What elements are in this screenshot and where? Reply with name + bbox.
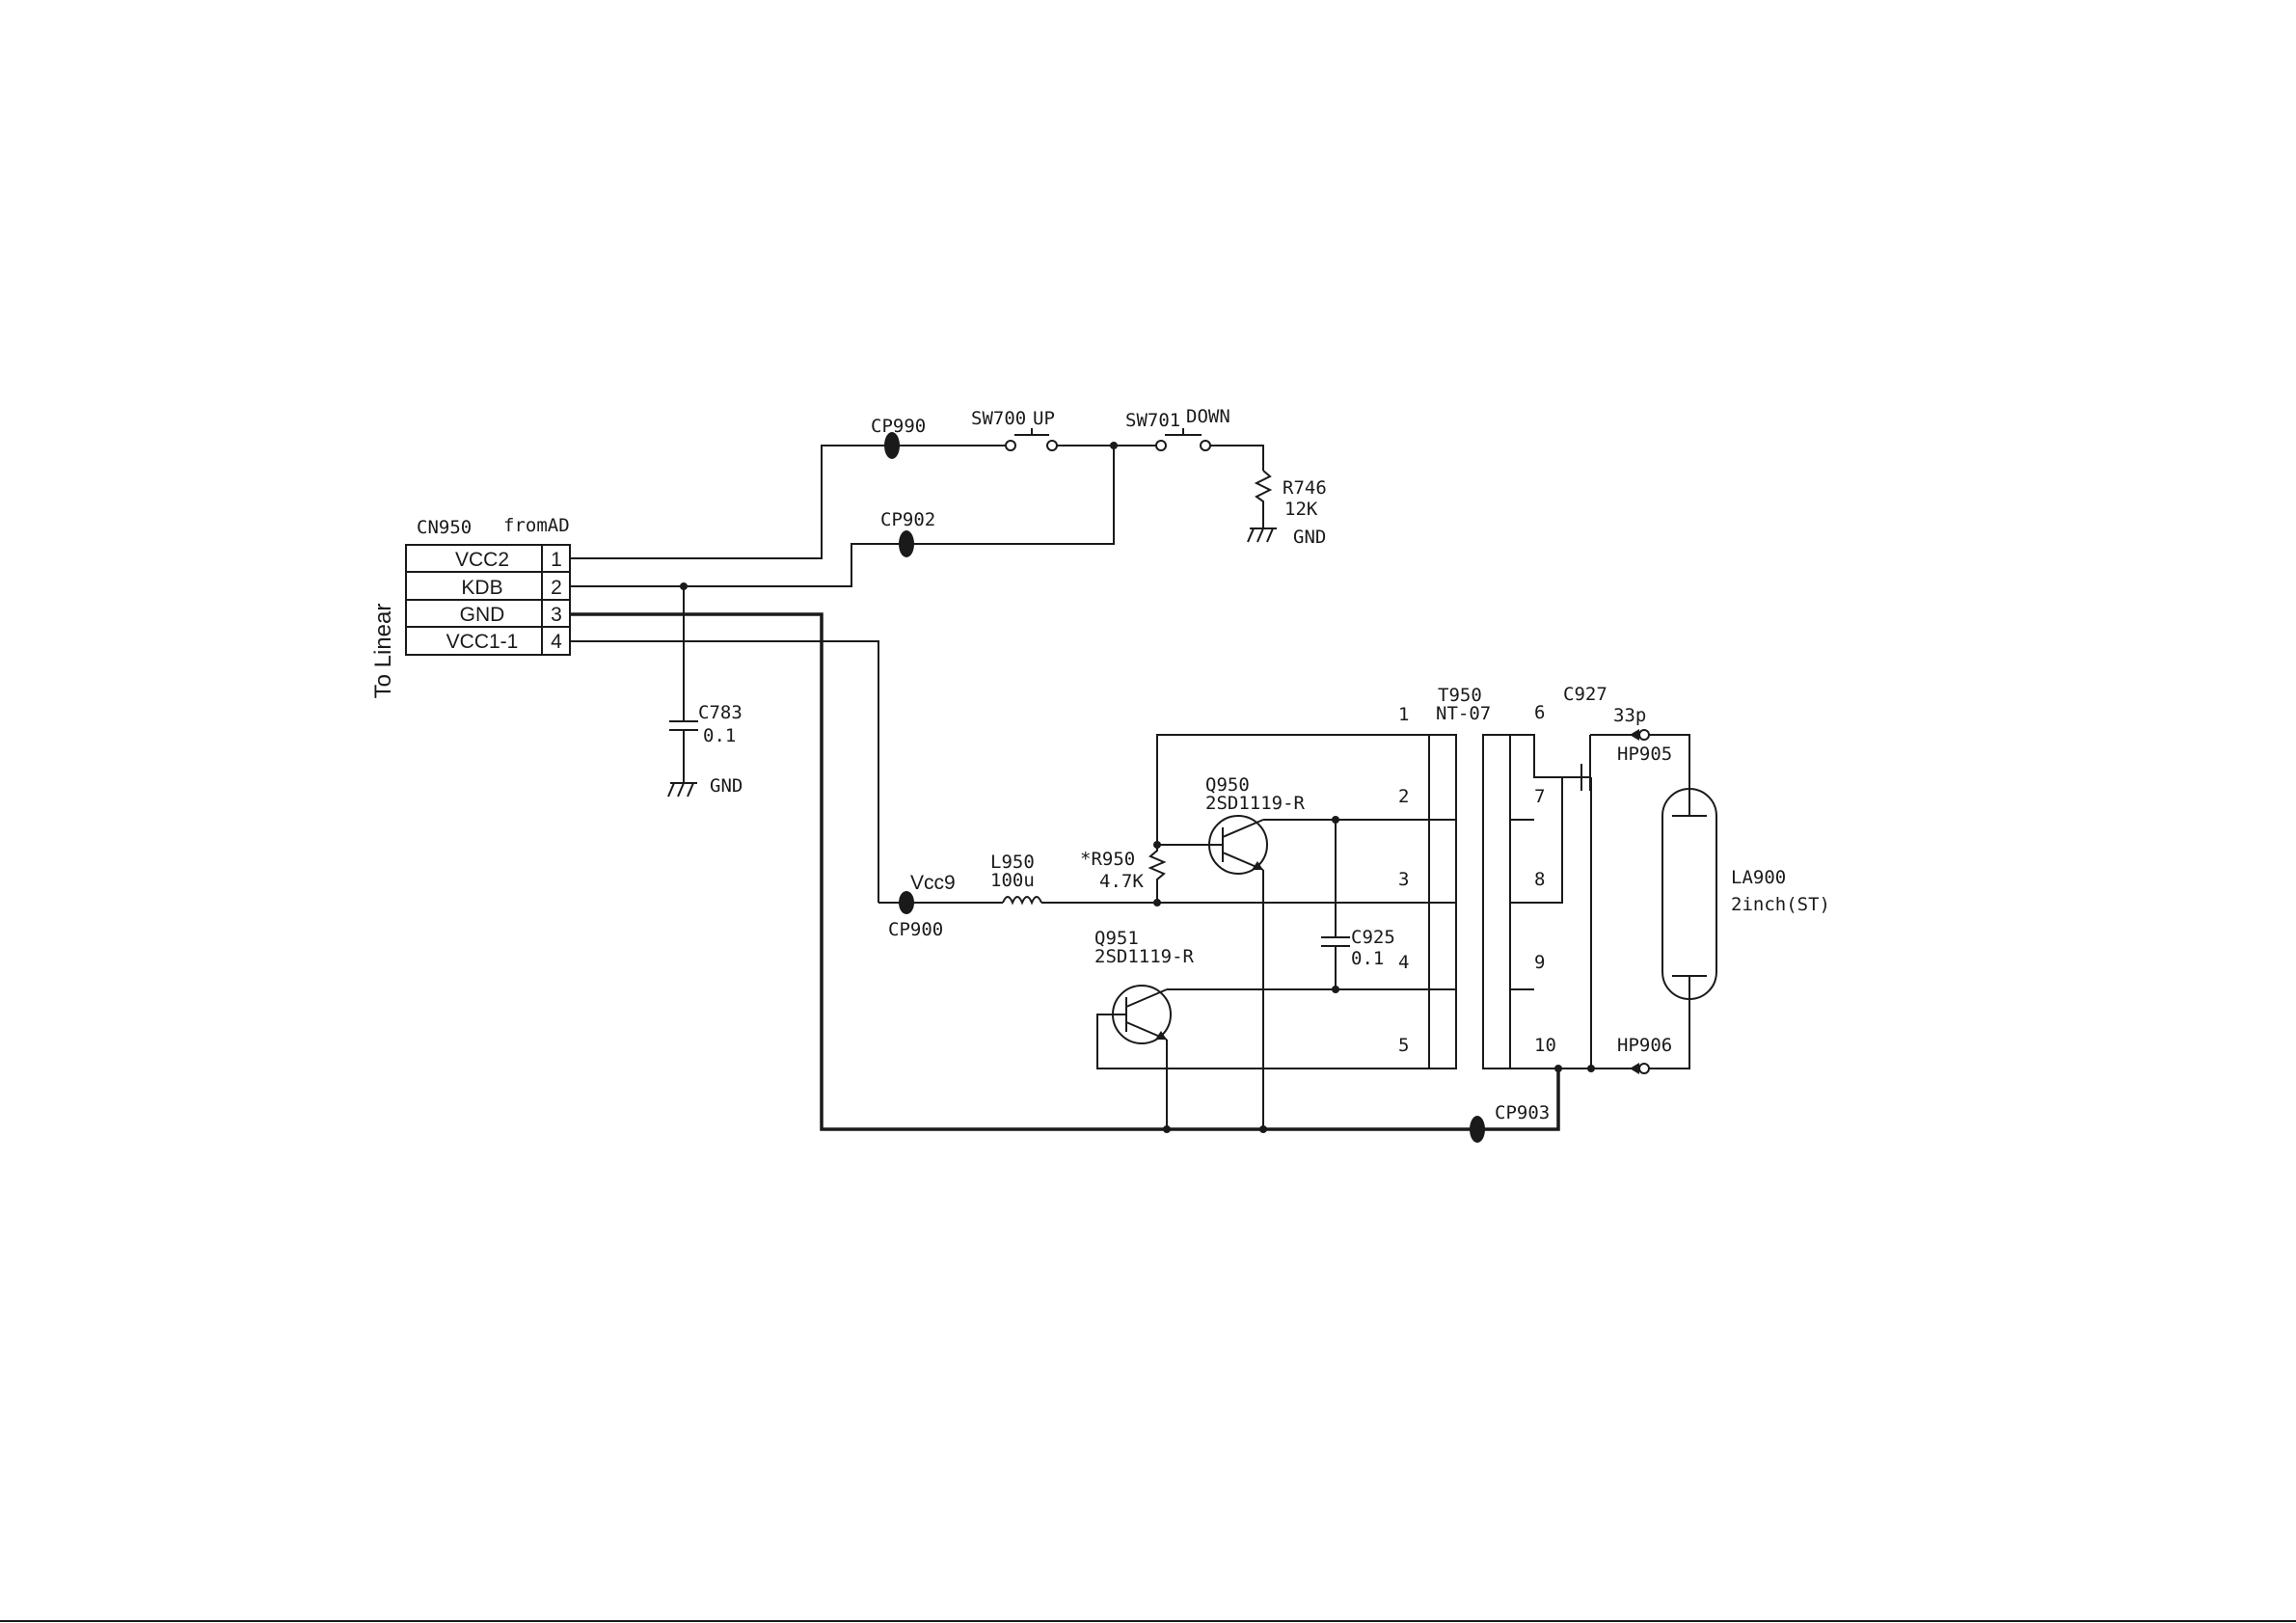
connector-side-label: To Linear xyxy=(370,604,396,699)
testpoint-cp902 xyxy=(899,530,914,557)
label-c927-ref: C927 xyxy=(1563,684,1607,705)
pin-num-1: 1 xyxy=(551,549,562,571)
transformer-t950: T950 NT-07 1 2 3 4 5 6 7 8 9 10 xyxy=(1157,685,1689,1068)
pin-name-kdb: KDB xyxy=(461,577,502,599)
label-r746-value: 12K xyxy=(1284,499,1318,520)
pin-label-t10: 10 xyxy=(1534,1035,1556,1056)
pin-num-4: 4 xyxy=(551,631,562,653)
label-c927-value: 33p xyxy=(1613,705,1646,726)
switch-sw701 xyxy=(1156,428,1210,450)
resistor-r950: *R950 4.7K xyxy=(1080,841,1164,906)
inductor-l950: L950 100u xyxy=(990,852,1041,903)
pin-num-2: 2 xyxy=(551,577,562,599)
label-sw700-ref: SW700 xyxy=(971,408,1026,429)
label-sw700-up: UP xyxy=(1033,408,1055,429)
pin-label-t2: 2 xyxy=(1398,786,1409,807)
label-cp903: CP903 xyxy=(1495,1102,1550,1123)
pin-label-t1: 1 xyxy=(1398,704,1409,725)
gnd-symbol-r746: GND xyxy=(1248,527,1326,548)
label-sw701-down: DOWN xyxy=(1186,406,1230,427)
pin-name-gnd: GND xyxy=(460,604,505,626)
pin-label-t4: 4 xyxy=(1398,952,1409,973)
label-gnd-r746: GND xyxy=(1293,527,1326,548)
testpoint-cp903 xyxy=(1470,1116,1485,1143)
pin-label-t8: 8 xyxy=(1534,869,1545,890)
label-q951-part: 2SD1119-R xyxy=(1094,946,1195,967)
switch-sw700 xyxy=(1006,428,1057,450)
label-la900-value: 2inch(ST) xyxy=(1731,894,1830,915)
lamp-la900: HP905 HP906 LA900 2inch(ST) xyxy=(1617,729,1830,1074)
label-la900-ref: LA900 xyxy=(1731,867,1786,888)
label-sw701-ref: SW701 xyxy=(1125,410,1180,431)
label-r950-value: 4.7K xyxy=(1099,871,1144,892)
label-c925-value: 0.1 xyxy=(1351,948,1384,969)
pin-name-vcc1-1: VCC1-1 xyxy=(446,631,519,653)
transistor-q950: Q950 2SD1119-R xyxy=(1157,735,1456,1129)
label-r746-ref: R746 xyxy=(1283,477,1327,499)
switch-labels: SW700 UP SW701 DOWN R746 12K xyxy=(971,406,1327,520)
pin-label-t6: 6 xyxy=(1534,702,1545,723)
pin-label-t5: 5 xyxy=(1398,1035,1409,1056)
resistor-r746 xyxy=(1256,471,1270,528)
label-cp900: CP900 xyxy=(888,919,943,940)
label-cp902: CP902 xyxy=(880,509,935,530)
connector-cn950: CN950 fromAD To Linear VCC2 KDB GND VCC1… xyxy=(370,515,570,698)
capacitor-c925: C925 0.1 xyxy=(1321,816,1395,993)
label-c783-value: 0.1 xyxy=(703,725,736,746)
label-t950-part: NT-07 xyxy=(1436,703,1491,724)
pin-label-t3: 3 xyxy=(1398,869,1409,890)
label-cp990: CP990 xyxy=(871,416,926,437)
label-c783-ref: C783 xyxy=(698,702,743,723)
connector-ref: CN950 xyxy=(417,517,472,538)
label-r950-ref: *R950 xyxy=(1080,849,1135,870)
capacitor-c783: C783 0.1 xyxy=(669,582,743,746)
pin-name-vcc2: VCC2 xyxy=(455,549,509,571)
label-c925-ref: C925 xyxy=(1351,927,1395,948)
testpoint-cp900 xyxy=(899,891,914,914)
switch-chain xyxy=(892,428,1270,528)
label-vcc9: Vcc9 xyxy=(910,872,956,894)
label-q950-part: 2SD1119-R xyxy=(1205,793,1306,814)
pin-label-t9: 9 xyxy=(1534,952,1545,973)
label-gnd-c783: GND xyxy=(710,775,743,797)
label-hp906: HP906 xyxy=(1617,1035,1672,1056)
connector-source: fromAD xyxy=(503,515,570,536)
pin-label-t7: 7 xyxy=(1534,786,1545,807)
label-hp905: HP905 xyxy=(1617,744,1672,765)
gnd-symbol-c783: GND xyxy=(668,775,743,797)
pin-num-3: 3 xyxy=(551,604,562,626)
label-l950-value: 100u xyxy=(990,870,1035,891)
